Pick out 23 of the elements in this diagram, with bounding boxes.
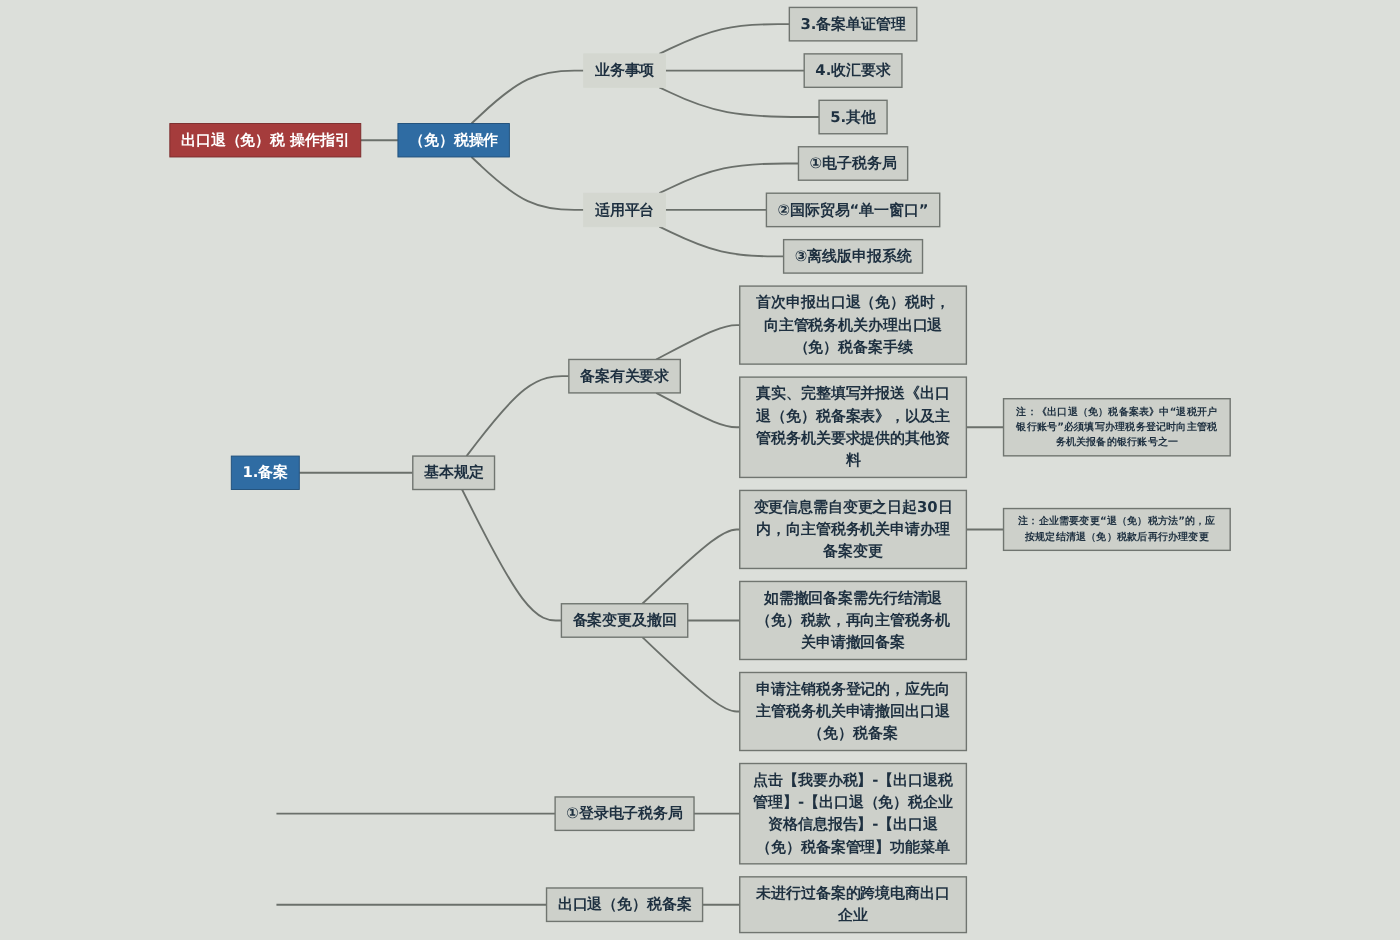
connector: [658, 225, 785, 258]
connector: [693, 812, 741, 815]
connector: [275, 903, 548, 906]
connector: [298, 471, 414, 474]
connector: [664, 209, 768, 211]
connector: [658, 86, 820, 118]
connector: [658, 162, 800, 195]
connector: [655, 392, 741, 429]
connector: [470, 69, 585, 125]
connector: [658, 23, 791, 55]
connector: [461, 488, 563, 622]
connector: [641, 528, 741, 605]
connector: [655, 324, 741, 361]
connector: [275, 812, 557, 815]
connector: [664, 69, 806, 72]
connector: [641, 636, 741, 713]
connector: [470, 156, 585, 211]
connector: [465, 375, 570, 457]
connector: [359, 139, 399, 142]
connector: [965, 426, 1005, 429]
connector: [701, 903, 741, 906]
connector: [686, 619, 741, 622]
connector: [965, 528, 1005, 531]
